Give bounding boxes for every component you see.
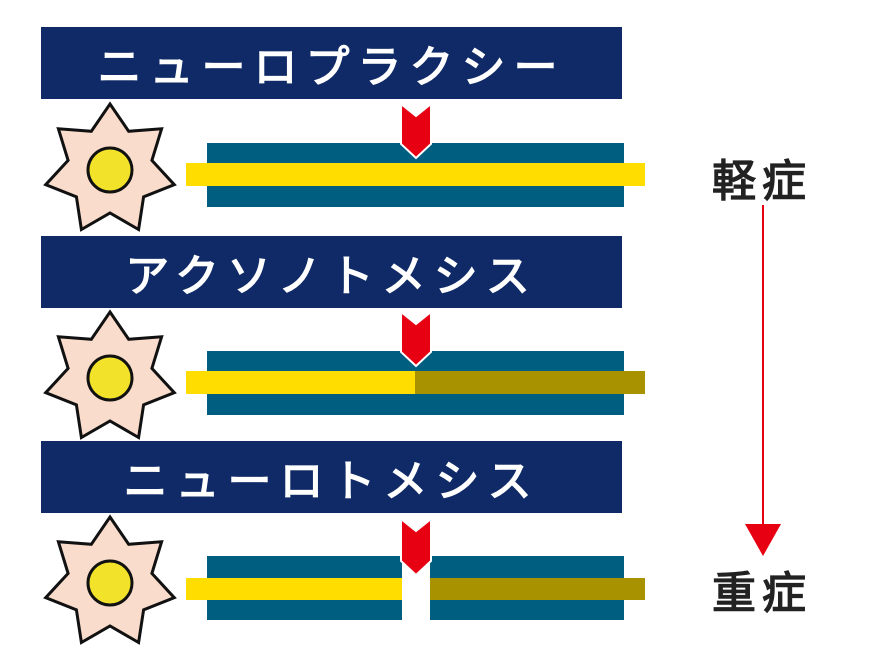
nucleus bbox=[86, 354, 134, 402]
stage-title-axonotmesis: アクソノトメシス bbox=[41, 236, 622, 308]
axon-proximal bbox=[186, 578, 402, 600]
axon-degenerated bbox=[430, 578, 645, 600]
injury-arrow-icon bbox=[400, 101, 432, 160]
axon-proximal bbox=[186, 371, 415, 394]
nucleus bbox=[86, 559, 134, 607]
nucleus bbox=[86, 146, 134, 194]
axon bbox=[186, 163, 645, 186]
stage-title-neurotmesis: ニューロトメシス bbox=[41, 441, 622, 513]
severity-severe-label: 重症 bbox=[712, 568, 812, 619]
stage-title-neurapraxia: ニューロプラクシー bbox=[41, 27, 622, 99]
severity-arrowhead-icon bbox=[745, 524, 781, 556]
axon-degenerated bbox=[415, 371, 645, 394]
injury-arrow-icon bbox=[400, 516, 432, 577]
injury-arrow-icon bbox=[400, 309, 432, 368]
severity-mild-label: 軽症 bbox=[712, 156, 812, 207]
